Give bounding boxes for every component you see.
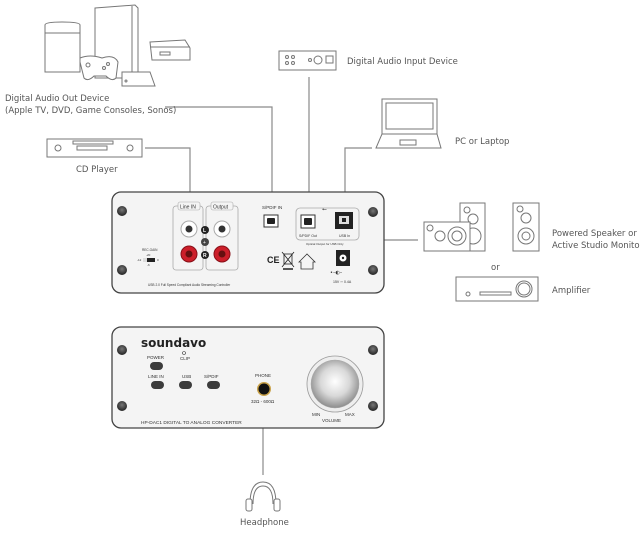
digital-audio-input-label: Digital Audio Input Device (347, 57, 458, 67)
headphone-label: Headphone (240, 518, 289, 528)
digital-audio-out-sublabel: (Apple TV, DVD, Game Consoles, Sonos) (5, 106, 176, 116)
studio-monitor-label: Active Studio Monitor (552, 241, 640, 251)
phone-label: PHONE (255, 373, 271, 378)
usb-in-label: USB In (339, 234, 350, 238)
rear-panel: REC.GAIN -20 -12 0 -6 Line IN Output L + (111, 191, 385, 294)
line-digital-out-to-spdif-in (165, 106, 273, 203)
headphone-jack[interactable] (257, 382, 271, 396)
digital-audio-out-label: Digital Audio Out Device (5, 94, 109, 104)
power-button[interactable] (150, 362, 163, 370)
spdif-out-label: S/PDIF Out (299, 234, 317, 238)
screw-icon (368, 401, 378, 411)
headphone-icon (245, 481, 281, 512)
gain-right-label: 0 (157, 258, 159, 262)
digital-audio-input-device-icon (278, 50, 337, 71)
svg-text:+: + (203, 240, 206, 246)
line-in-label: Line IN (180, 205, 196, 211)
clip-label: CLIP (180, 356, 190, 361)
impedance-label: 32Ω - 600Ω (251, 399, 275, 404)
rec-gain-label: REC.GAIN (142, 248, 158, 252)
line-in-button[interactable] (151, 381, 164, 389)
pc-laptop-label: PC or Laptop (455, 137, 509, 147)
output-left-jack[interactable] (213, 220, 231, 238)
rec-gain-switch[interactable] (143, 258, 155, 262)
usb-front-label: USB (182, 374, 191, 379)
amplifier-icon (455, 276, 539, 302)
or-label: or (491, 263, 500, 273)
polarity-icon: •–◐– (330, 270, 343, 276)
usb-symbol-icon: ⭠ (322, 206, 327, 213)
amplifier-label: Amplifier (552, 286, 591, 296)
screw-icon (368, 345, 378, 355)
output-label: Output (213, 205, 229, 211)
usb-button[interactable] (179, 381, 192, 389)
volume-min-label: MIN (312, 412, 320, 417)
line-in-right-jack[interactable] (180, 245, 198, 263)
volume-knob[interactable] (306, 355, 364, 413)
spdif-in-label: S/PDIF IN (262, 205, 282, 210)
spdif-in-port[interactable] (263, 214, 279, 228)
gain-left-label: -12 (137, 258, 142, 262)
weee-bin-icon (281, 251, 295, 270)
usb-compliance-note: USB 2.0 Full Speed Compliant Audio Strea… (148, 283, 231, 287)
screw-icon (117, 345, 127, 355)
line-in-left-jack[interactable] (180, 220, 198, 238)
powered-speaker-label: Powered Speaker or (552, 229, 637, 239)
screw-icon (368, 207, 378, 217)
ce-mark-icon: CE (267, 255, 280, 265)
indoor-use-icon (298, 253, 316, 270)
front-panel: soundavo POWER CLIP LINE IN USB S/PDIF P… (111, 326, 385, 429)
power-label: POWER (147, 355, 165, 360)
output-right-jack[interactable] (213, 245, 231, 263)
cd-player-icon (46, 138, 143, 158)
spdif-button[interactable] (207, 381, 220, 389)
spdif-out-port[interactable] (300, 214, 316, 229)
gain-bottom-label: -6 (147, 263, 150, 267)
optical-note: Optical Output for USB Only (306, 242, 344, 246)
screw-icon (117, 206, 127, 216)
dc-power-jack[interactable] (336, 250, 350, 266)
line-in-front-label: LINE IN (148, 374, 164, 379)
volume-label: VOLUME (322, 418, 341, 423)
spdif-front-label: S/PDIF (204, 374, 219, 379)
line-cd-to-line-in (145, 147, 191, 210)
brand-logo: soundavo (141, 336, 206, 350)
cd-player-label: CD Player (76, 165, 118, 175)
volume-max-label: MAX (345, 412, 355, 417)
powered-speaker-icon (423, 202, 540, 252)
screw-icon (117, 265, 127, 275)
power-spec-label: 15V ⎓ 0.4A (333, 280, 352, 284)
laptop-icon (375, 98, 442, 149)
model-label: HP-DAC1 DIGITAL TO ANALOG CONVERTER (141, 420, 242, 426)
right-channel-label: R (203, 253, 207, 259)
usb-in-port[interactable] (335, 212, 353, 229)
screw-icon (368, 265, 378, 275)
gain-top-label: -20 (146, 253, 151, 257)
digital-audio-out-device-icon (44, 4, 191, 87)
left-channel-label: L (203, 228, 206, 234)
screw-icon (117, 401, 127, 411)
